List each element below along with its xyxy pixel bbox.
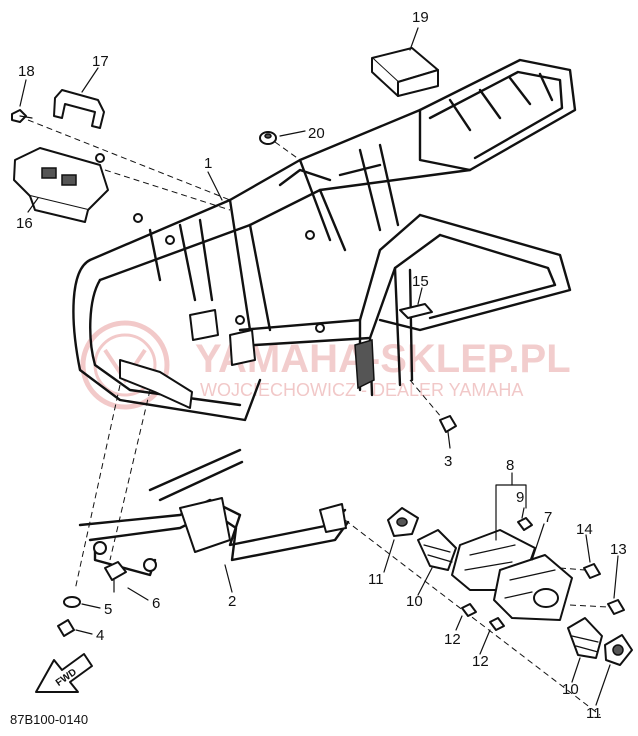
callout-15: 15 [412, 273, 429, 290]
forward-arrow-icon: FWD [35, 653, 93, 693]
callout-7: 7 [544, 509, 552, 526]
callout-labels: 19 18 17 20 1 16 15 3 8 9 7 14 13 11 10 … [16, 9, 627, 722]
part-7-housing [493, 554, 573, 621]
part-5-washer [63, 596, 81, 608]
part-18-bolt [11, 109, 33, 123]
part-4-bolt [57, 619, 75, 637]
callout-10-lower: 10 [562, 681, 579, 698]
callout-2: 2 [228, 593, 236, 610]
part-11-plate-lower [604, 634, 633, 666]
diagram-code: 87B100-0140 [10, 712, 88, 727]
part-11-plate-upper [387, 507, 419, 537]
callout-5: 5 [104, 601, 112, 618]
callout-9: 9 [516, 489, 524, 506]
watermark-dealer: WOJCIECHOWICZ - DEALER YAMAHA [200, 380, 523, 400]
part-9-nut [517, 517, 533, 531]
part-10-boot-lower [567, 617, 603, 659]
part-17-bracket [53, 89, 105, 129]
part-6-bolt [104, 561, 127, 593]
callout-16: 16 [16, 215, 33, 232]
part-3-bolt [439, 415, 457, 449]
part-20-collar [259, 131, 277, 145]
part-19-pad [371, 47, 439, 97]
callout-3: 3 [444, 453, 452, 470]
callout-1: 1 [204, 155, 212, 172]
part-15-clamp [399, 303, 433, 319]
callout-18: 18 [18, 63, 35, 80]
part-14-bolt [583, 563, 601, 579]
callout-8: 8 [506, 457, 514, 474]
part-10-boot-upper [417, 529, 457, 571]
part-16-box [13, 147, 109, 223]
callout-19: 19 [412, 9, 429, 26]
callout-10-upper: 10 [406, 593, 423, 610]
callout-6: 6 [152, 595, 160, 612]
callout-20: 20 [308, 125, 325, 142]
callout-17: 17 [92, 53, 109, 70]
callout-12-a: 12 [444, 631, 461, 648]
part-13-bolt [607, 599, 625, 615]
callout-11-lower: 11 [586, 705, 602, 722]
callout-14: 14 [576, 521, 593, 538]
part-2-lower-bracket [78, 448, 350, 577]
callout-4: 4 [96, 627, 104, 644]
callout-13: 13 [610, 541, 627, 558]
part-12-bolt-a [461, 603, 477, 617]
part-12-bolt-b [489, 617, 505, 631]
part-1-main-frame [72, 58, 577, 422]
callout-11-upper: 11 [368, 571, 384, 588]
callout-12-b: 12 [472, 653, 489, 670]
